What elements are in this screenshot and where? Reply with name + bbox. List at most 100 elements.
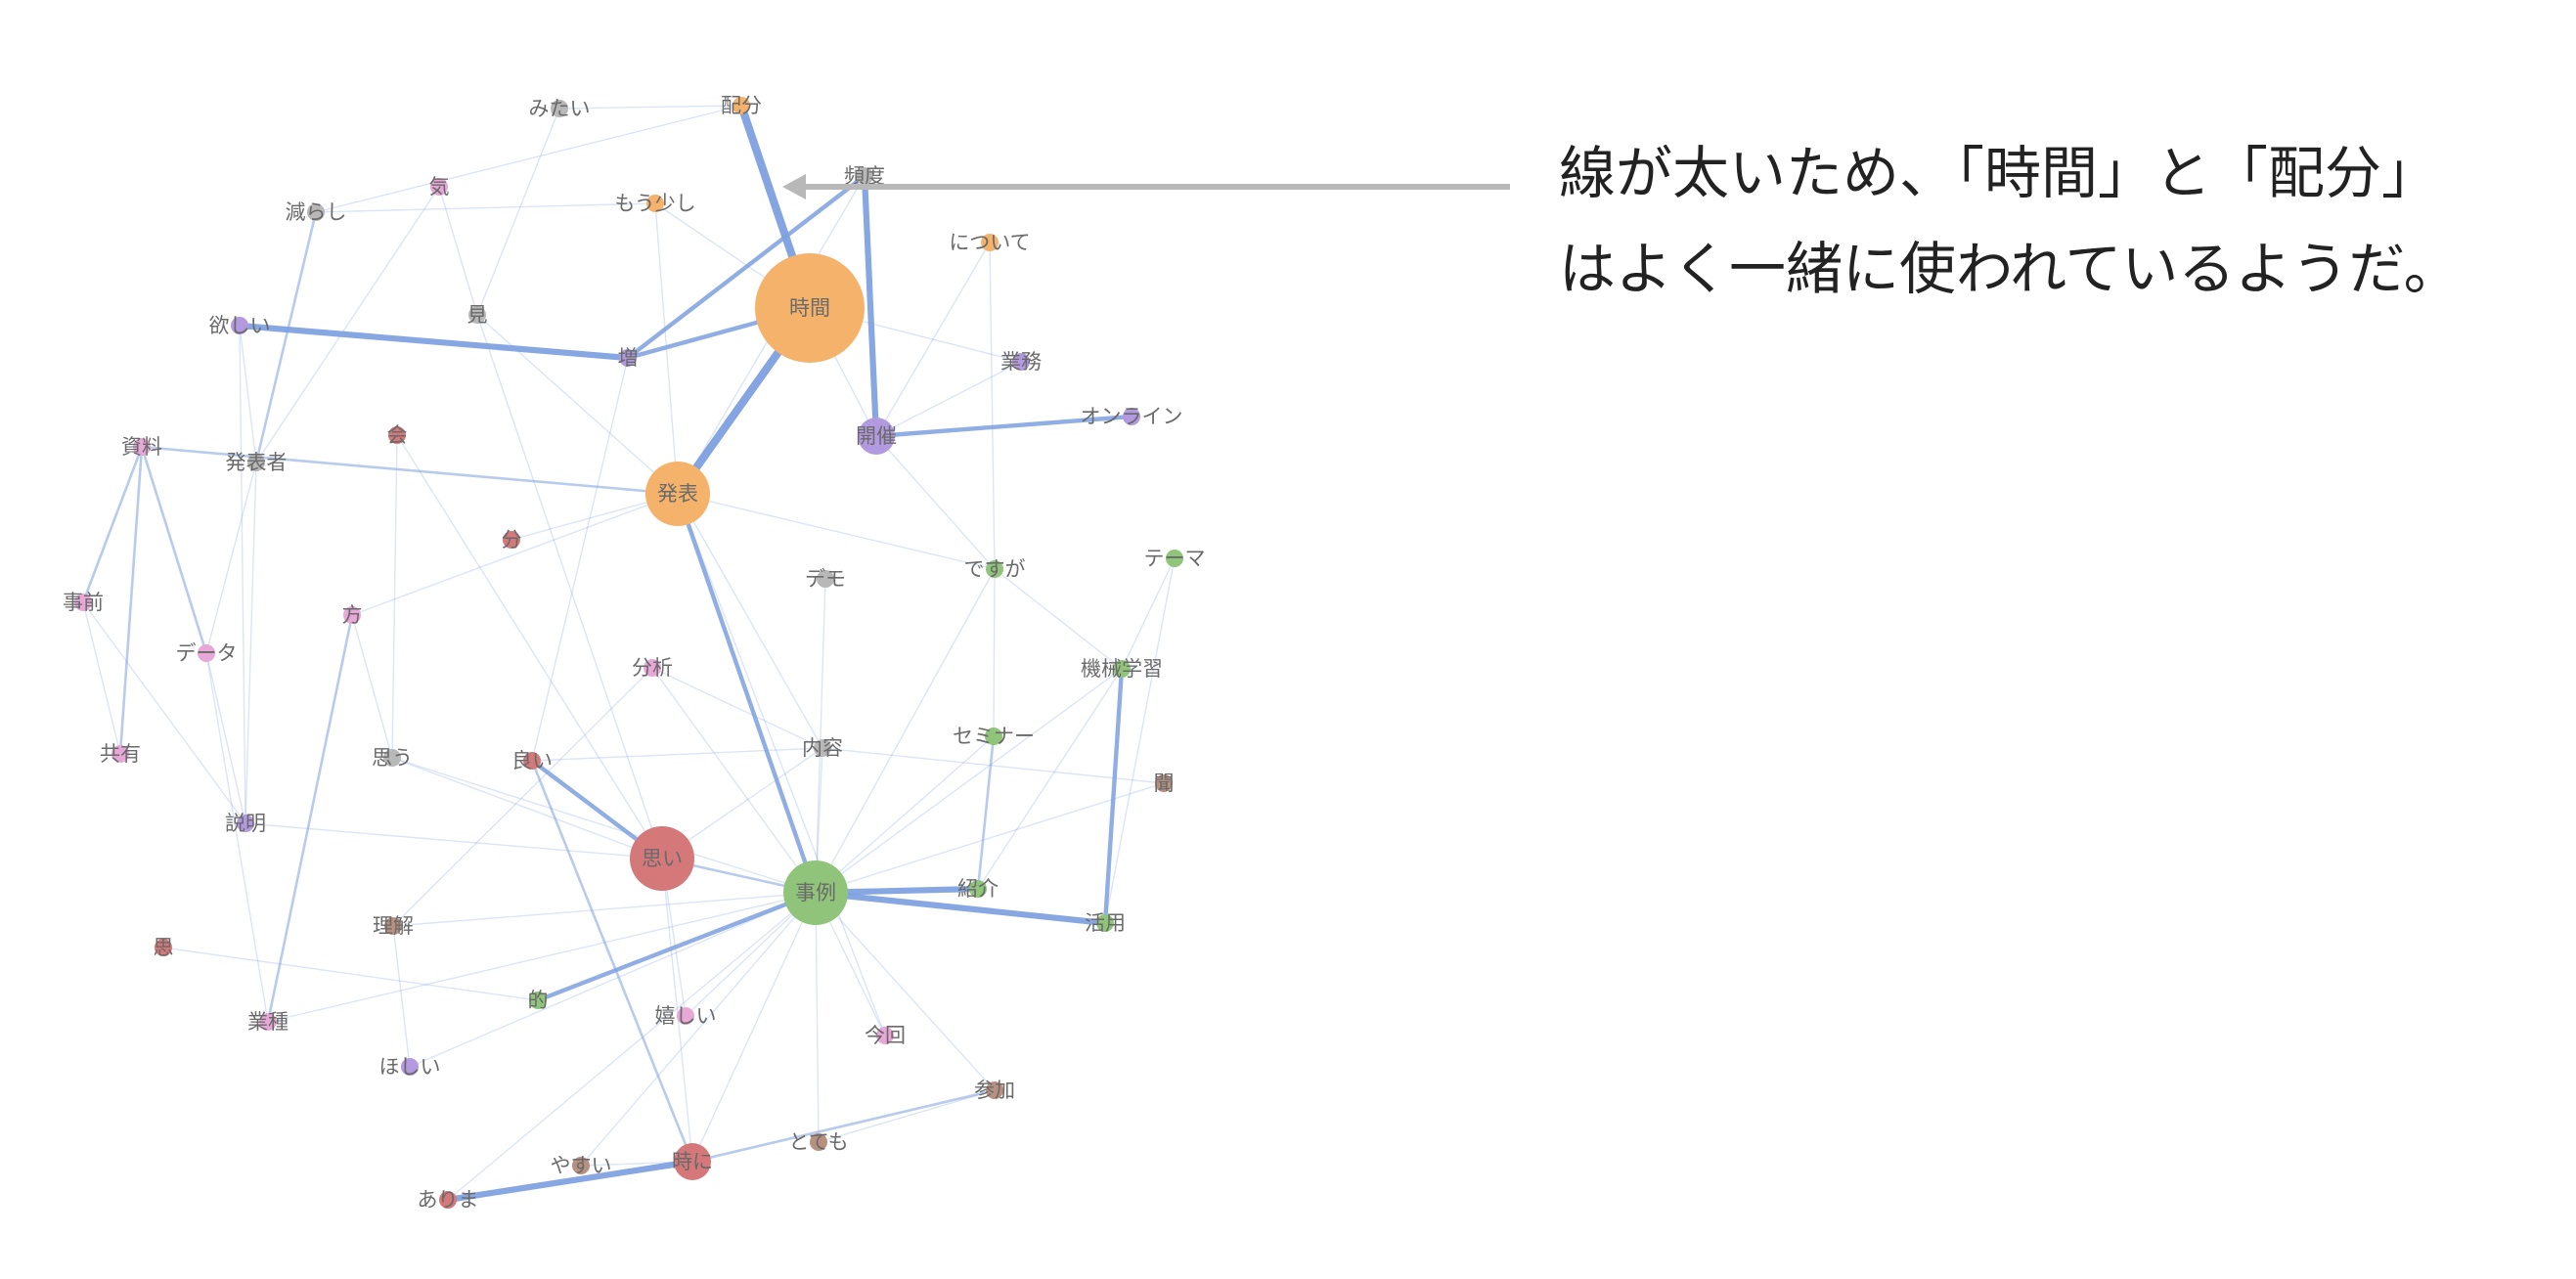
node-zou: 増 [618,346,639,370]
node-circle-jirei [783,860,848,925]
edge-data-gyoshu [205,652,269,1023]
node-kyoyu: 共有 [100,742,141,766]
node-circle-thema [1166,550,1183,567]
edge-hoshii-zou [236,322,632,362]
node-circle-data [198,644,215,662]
edge-herashi-happyosha [254,210,318,464]
edge-bunseki-jirei [651,667,817,894]
edge-jirei-katsuyo [812,889,1109,927]
node-label-shiryo: 資料 [121,435,162,459]
node-mousukoshi: もう少し [614,192,695,215]
annotation-arrow [782,174,1510,199]
edge-yoi-tokini [530,759,694,1164]
edge-tokini-arima [444,1158,696,1204]
node-circle-shi [155,939,172,956]
edge-yasui-jirei [580,892,817,1167]
node-circle-mousukoshi [646,195,664,212]
node-label-jirei: 事例 [795,881,836,904]
node-yoi: 良い [511,749,553,772]
node-label-kikai: 機械学習 [1081,657,1163,681]
edge-desuga-seminar [993,568,996,737]
edge-mitai-mi [476,108,560,316]
edge-omou-omoi [391,757,663,860]
edge-hindo-zou [625,173,867,361]
edge-shiryo-data [140,445,208,655]
node-label-yoi: 良い [511,749,553,772]
edge-seminar-shokai [976,734,996,891]
node-label-online: オンライン [1081,405,1183,428]
node-kikai: 機械学習 [1081,657,1163,681]
node-gyomu: 業務 [1000,350,1042,374]
edge-mi-happyo [476,314,679,495]
node-label-demo: デモ [805,567,846,591]
node-label-mitai: みたい [529,97,591,120]
node-label-konkai: 今回 [865,1024,906,1047]
edge-hoshii-setsumei [239,325,246,824]
node-label-desuga: ですが [964,557,1026,581]
edge-kata-omou [351,614,393,759]
node-circle-happyosha [247,454,265,471]
node-label-seminar: セミナー [953,725,1035,748]
node-circle-jikan [755,253,865,363]
node-label-shokai: 紹介 [957,877,999,901]
annotation-text: 線が太いため、「時間」と「配分」 はよく一緒に使われているようだ。 [1559,125,2566,317]
co-occurrence-network: 時間配分みたい頻度気もう少し減らしについて見欲しい増業務開催オンライン会資料発表… [63,94,1510,1212]
node-circle-totemo [810,1133,827,1151]
node-online: オンライン [1081,405,1183,428]
node-label-ki: 気 [429,175,450,198]
edge-totemo-jirei [815,892,820,1143]
edge-happyosha-data [205,462,257,654]
node-seminar: セミナー [953,725,1035,748]
edge-setsumei-omoi [244,822,663,860]
edge-shiryo-kyoyu [118,445,144,756]
edge-shiryo-happyo [140,445,680,496]
node-circle-sanka [986,1081,1003,1099]
node-kai: 会 [387,423,408,447]
node-circle-yasui [572,1157,590,1174]
node-label-omou: 思う [372,746,413,770]
node-label-haibun: 配分 [721,94,762,117]
edge-data-setsumei [205,652,246,824]
edge-yoi-naiyo [531,747,823,762]
edge-ri-hoshii2 [392,925,411,1068]
edge-tokini-omoi [661,858,693,1163]
node-label-gyoshu: 業種 [247,1010,289,1034]
node-jizen: 事前 [63,591,104,614]
node-circle-setsumei [237,815,254,832]
node-kiku: 聞 [1154,772,1175,795]
edge-omou-jirei [391,757,817,894]
node-circle-zou [619,349,637,367]
node-circle-kata [343,606,361,624]
node-data: データ [176,641,238,665]
node-shi: 思 [154,936,174,959]
edge-shiryo-jizen [81,445,144,604]
node-label-hoshii: 欲しい [209,314,271,337]
edges-layer [81,101,1176,1204]
node-label-gyomu: 業務 [1000,350,1042,374]
node-circle-naiyo [814,739,831,757]
node-totemo: とても [788,1130,848,1154]
node-happyo: 発表 [645,462,710,526]
node-thema: テーマ [1144,547,1206,570]
node-nitsuite: について [949,231,1030,254]
node-circle-kyoyu [111,745,129,763]
edge-thema-katsuyo [1104,557,1176,924]
node-label-zou: 増 [618,346,639,370]
node-label-happyosha: 発表者 [226,451,288,474]
edge-kiku-jirei [815,782,1165,894]
node-circle-hindo [856,167,873,185]
node-kaisai: 開催 [856,418,897,455]
node-label-kiku: 聞 [1154,772,1175,795]
node-circle-jizen [74,594,92,611]
edge-mousukoshi-happyo [654,202,679,495]
node-shiryo: 資料 [121,435,162,459]
node-katsuyo: 活用 [1085,911,1126,935]
node-circle-kikai [1113,660,1131,678]
node-circle-tokini [674,1143,711,1180]
edge-mi-omoi [476,314,663,860]
node-circle-hoshii [231,317,248,334]
node-naiyo: 内容 [802,736,843,760]
edge-seminar-jirei [815,735,995,894]
edge-happyo-kata [351,493,679,616]
edge-ri-jirei [392,892,817,927]
